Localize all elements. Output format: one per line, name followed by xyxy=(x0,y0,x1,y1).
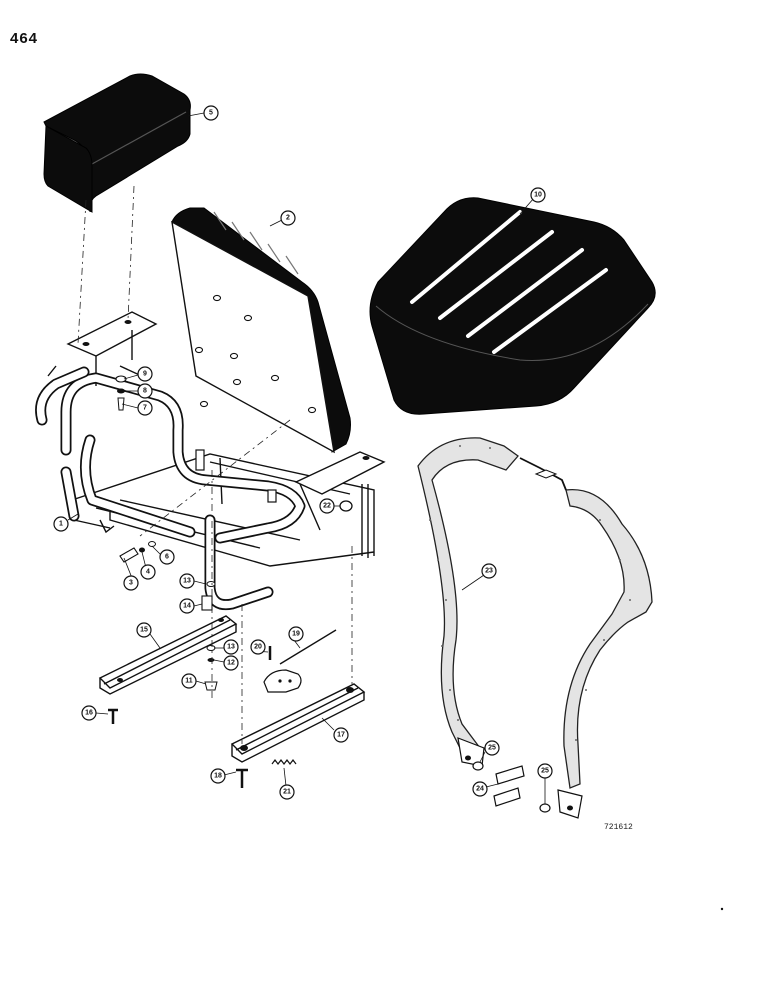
callout-24: 24 xyxy=(472,781,488,797)
svg-text:6: 6 xyxy=(165,554,169,561)
callout-23: 23 xyxy=(481,563,497,579)
phantom-lines xyxy=(77,185,353,744)
svg-text:13: 13 xyxy=(183,578,191,585)
belt-hardware xyxy=(472,761,551,813)
svg-text:2: 2 xyxy=(286,215,290,222)
callout-19: 19 xyxy=(288,626,304,642)
seat-back-cushion xyxy=(171,207,351,454)
seat-belt xyxy=(417,437,653,819)
svg-text:9: 9 xyxy=(143,371,147,378)
adjusting-lever xyxy=(263,629,337,693)
callout-6: 5 xyxy=(203,105,219,121)
svg-text:21: 21 xyxy=(283,789,291,796)
svg-text:12: 12 xyxy=(227,660,235,667)
mounting-hardware xyxy=(201,581,218,691)
svg-text:10: 10 xyxy=(534,192,542,199)
page-number: 464 xyxy=(10,30,39,47)
callout-9: 9 xyxy=(137,366,153,382)
svg-text:14: 14 xyxy=(183,603,191,610)
hardware-7-8-9 xyxy=(115,375,127,411)
arm-rest-pad xyxy=(43,73,191,213)
svg-text:4: 4 xyxy=(146,569,150,576)
spring xyxy=(271,759,297,765)
callout-1: 1 xyxy=(53,516,69,532)
plug xyxy=(339,500,353,512)
callout-18: 18 xyxy=(210,768,226,784)
svg-text:5: 5 xyxy=(209,110,213,117)
seat-rail-17 xyxy=(230,683,366,763)
callout-7: 7 xyxy=(137,400,153,416)
svg-text:3: 3 xyxy=(129,580,133,587)
bolt-18 xyxy=(236,768,248,788)
callout-4: 4 xyxy=(140,564,156,580)
callout-8: 8 xyxy=(137,383,153,399)
svg-text:25: 25 xyxy=(541,768,549,775)
callout-16: 16 xyxy=(81,705,97,721)
svg-text:22: 22 xyxy=(323,503,331,510)
callout-13-lower: 13 xyxy=(223,639,239,655)
svg-text:1: 1 xyxy=(59,521,63,528)
svg-text:23: 23 xyxy=(485,568,493,575)
callout-5: 6 xyxy=(159,549,175,565)
callout-10: 10 xyxy=(530,187,546,203)
callout-2: 2 xyxy=(280,210,296,226)
svg-text:19: 19 xyxy=(292,631,300,638)
callout-21: 21 xyxy=(279,784,295,800)
callout-20: 20 xyxy=(250,639,266,655)
svg-text:24: 24 xyxy=(476,786,484,793)
bolt-16 xyxy=(108,708,118,724)
callout-22: 22 xyxy=(319,498,335,514)
svg-text:20: 20 xyxy=(254,644,262,651)
svg-text:8: 8 xyxy=(143,388,147,395)
svg-text:11: 11 xyxy=(185,678,193,685)
callout-12: 12 xyxy=(223,655,239,671)
seat-frame xyxy=(35,311,386,611)
callout-14: 14 xyxy=(179,598,195,614)
svg-text:13: 13 xyxy=(227,644,235,651)
callout-25-left: 25 xyxy=(484,740,500,756)
svg-text:15: 15 xyxy=(140,627,148,634)
callout-3: 3 xyxy=(123,575,139,591)
callout-17: 17 xyxy=(333,727,349,743)
callout-13-upper: 13 xyxy=(179,573,195,589)
svg-text:18: 18 xyxy=(214,773,222,780)
leader-lines xyxy=(67,112,546,804)
svg-text:25: 25 xyxy=(488,745,496,752)
seat-rail-15 xyxy=(98,615,238,695)
drawing-reference-code: 721612 xyxy=(604,823,633,832)
svg-text:7: 7 xyxy=(143,405,147,412)
callout-11: 11 xyxy=(181,673,197,689)
callout-25-right: 25 xyxy=(537,763,553,779)
svg-text:16: 16 xyxy=(85,710,93,717)
hardware-3-4-5 xyxy=(119,541,156,563)
seat-cushion xyxy=(369,197,656,415)
svg-text:17: 17 xyxy=(337,732,345,739)
callout-15: 15 xyxy=(136,622,152,638)
